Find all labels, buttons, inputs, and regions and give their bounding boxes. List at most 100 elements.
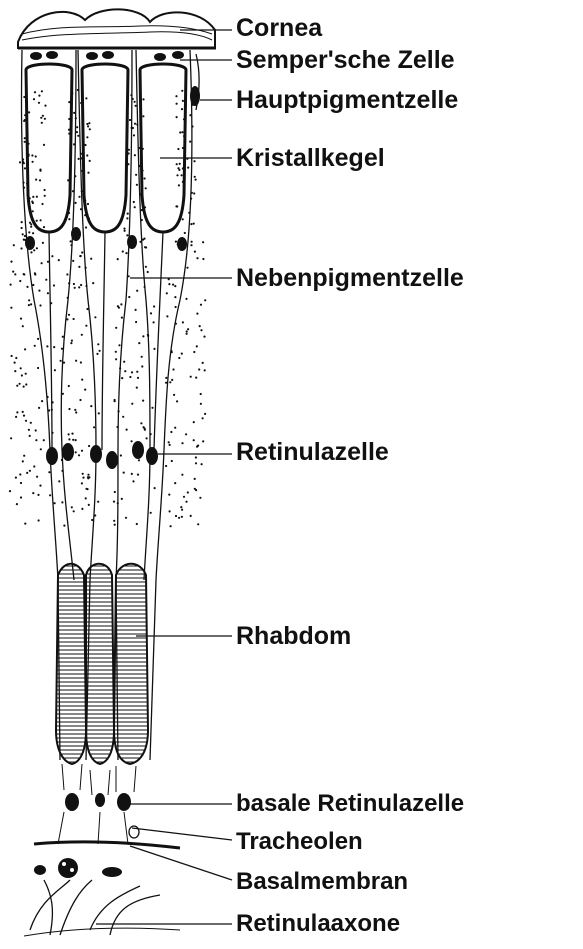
pigment-granule [132, 480, 134, 482]
pigment-granule [68, 212, 70, 214]
pigment-granule [80, 361, 82, 363]
pigment-granule [131, 440, 133, 442]
pigment-granule [22, 411, 24, 413]
pigment-granule [185, 501, 187, 503]
pigment-granule [75, 360, 77, 362]
pigment-granule [20, 318, 22, 320]
pigment-granule [30, 303, 32, 305]
pigment-granule [69, 178, 71, 180]
pigment-granule [202, 417, 204, 419]
pigment-granule [186, 330, 188, 332]
pigment-granule [32, 284, 34, 286]
pigment-granule [195, 462, 197, 464]
pigment-granule [68, 385, 70, 387]
pigment-granule [68, 133, 70, 135]
pigment-granule [181, 509, 183, 511]
pigment-granule [129, 376, 131, 378]
pigment-granule [20, 482, 22, 484]
pigment-granule [123, 361, 125, 363]
pigment-granule [194, 251, 196, 253]
pigment-granule [74, 409, 76, 411]
pigment-granule [75, 202, 77, 204]
pigment-granule [183, 135, 185, 137]
pigment-granule [75, 117, 77, 119]
pigment-granule [12, 271, 14, 273]
pigment-granule [193, 223, 195, 225]
pigment-granule [195, 179, 197, 181]
pigment-granule [172, 368, 174, 370]
pigment-granule [87, 474, 89, 476]
pigment-granule [54, 369, 56, 371]
pigment-granule [170, 350, 172, 352]
pigment-granule [145, 246, 147, 248]
pigment-granule [78, 286, 80, 288]
pigment-granule [181, 90, 183, 92]
pigment-granule [30, 422, 32, 424]
pigment-granule [68, 129, 70, 131]
pigment-granule [190, 376, 192, 378]
pigment-granule [73, 112, 75, 114]
pigment-granule [23, 415, 25, 417]
pigment-granule [126, 217, 128, 219]
pigment-granule [36, 247, 38, 249]
pigment-granule [121, 377, 123, 379]
pigment-granule [89, 128, 91, 130]
pigment-granule [78, 158, 80, 160]
pigment-granule [28, 231, 30, 233]
pigment-granule [115, 327, 117, 329]
pigment-granule [81, 170, 83, 172]
pigment-granule [82, 473, 84, 475]
pigment-granule [166, 315, 168, 317]
pigment-granule [75, 439, 77, 441]
pigment-granule [74, 287, 76, 289]
pigment-granule [20, 496, 22, 498]
pigment-granule [199, 497, 201, 499]
pigment-granule [24, 141, 26, 143]
pigment-granule [84, 389, 86, 391]
pigment-granule [134, 206, 136, 208]
pigment-granule [23, 273, 25, 275]
pigment-granule [16, 411, 18, 413]
pigment-granule [196, 257, 198, 259]
pigment-granule [129, 119, 131, 121]
pigment-granule [166, 292, 168, 294]
pigment-granule [73, 510, 75, 512]
pigment-granule [172, 284, 174, 286]
pigment-granule [144, 177, 146, 179]
pigment-granule [181, 474, 183, 476]
pigment-granule [26, 141, 28, 143]
label-cornea: Cornea [236, 16, 322, 41]
pigment-granule [34, 345, 36, 347]
pigment-granule [139, 147, 141, 149]
pigment-granule [16, 503, 18, 505]
pigment-granule [114, 491, 116, 493]
pigment-granule [13, 244, 15, 246]
pigment-granule [68, 282, 70, 284]
pigment-granule [19, 473, 21, 475]
pigment-granule [22, 460, 24, 462]
pigment-granule [98, 412, 100, 414]
pigment-granule [178, 169, 180, 171]
pigment-granule [68, 314, 70, 316]
pigment-granule [88, 122, 90, 124]
pigment-granule [174, 427, 176, 429]
pigment-granule [81, 153, 83, 155]
pigment-granule [86, 123, 88, 125]
pigment-granule [97, 343, 99, 345]
pigment-granule [24, 235, 26, 237]
pigment-granule [138, 342, 140, 344]
pigment-granule [81, 334, 83, 336]
pigment-granule [182, 167, 184, 169]
pigment-granule [72, 439, 74, 441]
pigment-granule [80, 157, 82, 159]
label-secondary-pigment-cell: Nebenpigmentzelle [236, 266, 464, 291]
pigment-granule [37, 494, 39, 496]
pigment-granule [142, 400, 144, 402]
pigment-granule [60, 360, 62, 362]
pigment-granule [78, 454, 80, 456]
pigment-granule [62, 336, 64, 338]
pigment-granule [202, 258, 204, 260]
pigment-granule [145, 187, 147, 189]
pigment-granule [70, 240, 72, 242]
pigment-granule [131, 371, 133, 373]
